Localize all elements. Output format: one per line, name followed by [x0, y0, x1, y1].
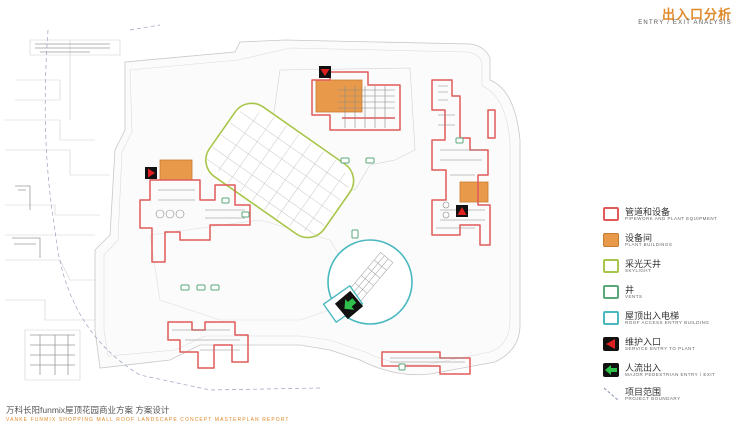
- service-entry-right: [456, 205, 468, 217]
- pedestrian-entry: [334, 290, 364, 320]
- boundary-dash-icon: [603, 387, 619, 401]
- legend-label-zh: 采光天井: [625, 259, 662, 269]
- legend-label-zh: 屋顶出入电梯: [625, 311, 680, 321]
- legend-item-roof-access: 屋顶出入电梯 ROOF ACCESS ENTRY BUILDING: [603, 309, 743, 333]
- legend-label-zh: 井: [625, 285, 635, 295]
- legend-label-en: PLANT BUILDINGS: [625, 242, 673, 247]
- page-subtitle: ENTRY / EXIT ANALYSIS: [638, 20, 732, 26]
- legend-label-en: VENTS: [625, 294, 643, 299]
- legend-item-pedestrian-entry: 人流出入 MAJOR PEDESTRIAN ENTRY / EXIT: [603, 361, 743, 385]
- legend-label-zh: 管道和设备: [625, 207, 671, 217]
- service-entry-top: [319, 66, 331, 78]
- legend-item-plant-buildings: 设备间 PLANT BUILDINGS: [603, 231, 743, 255]
- legend-label-en: PROJECT BOUNDARY: [625, 396, 681, 401]
- legend-label-zh: 项目范围: [625, 387, 662, 397]
- legend-item-project-boundary: 项目范围 PROJECT BOUNDARY: [603, 385, 743, 409]
- service-entry-left: [145, 167, 157, 179]
- pedestrian-arrow-icon: [603, 363, 619, 377]
- legend-label-en: MAJOR PEDESTRIAN ENTRY / EXIT: [625, 372, 716, 377]
- inner-outline: [103, 47, 511, 366]
- context-lines: [5, 39, 121, 381]
- footer-title: 万科长阳funmix屋顶花园商业方案 方案设计: [6, 405, 170, 415]
- legend-item-skylight: 采光天井 SKYLIGHT: [603, 257, 743, 281]
- legend-item-service-entry: 维护入口 SERVICE ENTRY TO PLANT: [603, 335, 743, 359]
- legend-item-vents: 井 VENTS: [603, 283, 743, 307]
- skylight-swatch-icon: [603, 259, 619, 273]
- project-boundary-top: [129, 24, 161, 31]
- pipework-swatch-icon: [603, 207, 619, 221]
- legend-label-en: SKYLIGHT: [625, 268, 652, 273]
- page-title: 出入口分析: [661, 7, 732, 22]
- legend-label-zh: 人流出入: [625, 363, 662, 373]
- legend-label-en: ROOF ACCESS ENTRY BUILDING: [625, 320, 710, 325]
- plant-building-right: [459, 181, 489, 203]
- plant-swatch-icon: [603, 233, 619, 247]
- skylight: [205, 102, 355, 239]
- vents: [180, 137, 464, 371]
- legend-label-en: SERVICE ENTRY TO PLANT: [625, 346, 696, 351]
- plant-buildings: [159, 79, 489, 203]
- plant-building-left: [159, 159, 193, 181]
- legend-label-en: PIPEWORK AND PLANT EQUIPMENT: [625, 216, 718, 221]
- service-arrow-icon: [603, 337, 619, 351]
- legend-label-zh: 维护入口: [625, 337, 662, 347]
- footer-subtitle: VANKE FUNMIX SHOPPING MALL ROOF LANDSCAP…: [6, 417, 290, 423]
- lift-swatch-icon: [603, 311, 619, 325]
- equipment-details: [155, 85, 485, 363]
- vent-swatch-icon: [603, 285, 619, 299]
- service-entries: [145, 66, 468, 217]
- context-pipes: [12, 43, 110, 375]
- legend-label-zh: 设备间: [625, 233, 653, 243]
- legend-item-pipework: 管道和设备 PIPEWORK AND PLANT EQUIPMENT: [603, 205, 743, 229]
